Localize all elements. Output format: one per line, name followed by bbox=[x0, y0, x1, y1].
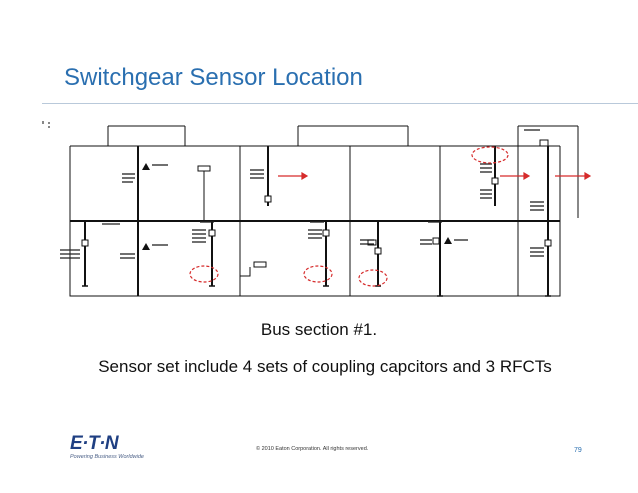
sensor-highlights bbox=[189, 146, 509, 287]
breakers bbox=[81, 177, 552, 255]
rfct-arrows bbox=[278, 171, 592, 181]
corner-marks bbox=[42, 121, 50, 128]
ground-symbols bbox=[82, 285, 551, 297]
sensor-coupling-capacitor-1 bbox=[189, 265, 219, 283]
slide-title: Switchgear Sensor Location bbox=[64, 64, 363, 91]
device-label-blocks bbox=[60, 129, 544, 259]
sensor-coupling-capacitor-2 bbox=[303, 265, 333, 283]
enclosure-outline bbox=[69, 125, 579, 297]
sensor-coupling-capacitor-4 bbox=[471, 146, 509, 164]
caption-sensor-set: Sensor set include 4 sets of coupling ca… bbox=[98, 357, 552, 376]
eaton-logo: E·T·N Powering Business Worldwide bbox=[70, 434, 144, 460]
page-number: 79 bbox=[574, 447, 582, 454]
switchgear-one-line-diagram bbox=[42, 121, 592, 297]
copyright-notice: © 2010 Eaton Corporation. All rights res… bbox=[256, 446, 369, 452]
caption-bus-section: Bus section #1. bbox=[260, 320, 378, 339]
warning-triangles bbox=[142, 163, 452, 250]
coupling-stubs bbox=[197, 139, 549, 277]
logo-tagline: Powering Business Worldwide bbox=[70, 454, 144, 460]
logo-wordmark: E·T·N bbox=[70, 433, 119, 454]
sensor-coupling-capacitor-3 bbox=[358, 269, 388, 287]
title-divider bbox=[42, 103, 638, 104]
